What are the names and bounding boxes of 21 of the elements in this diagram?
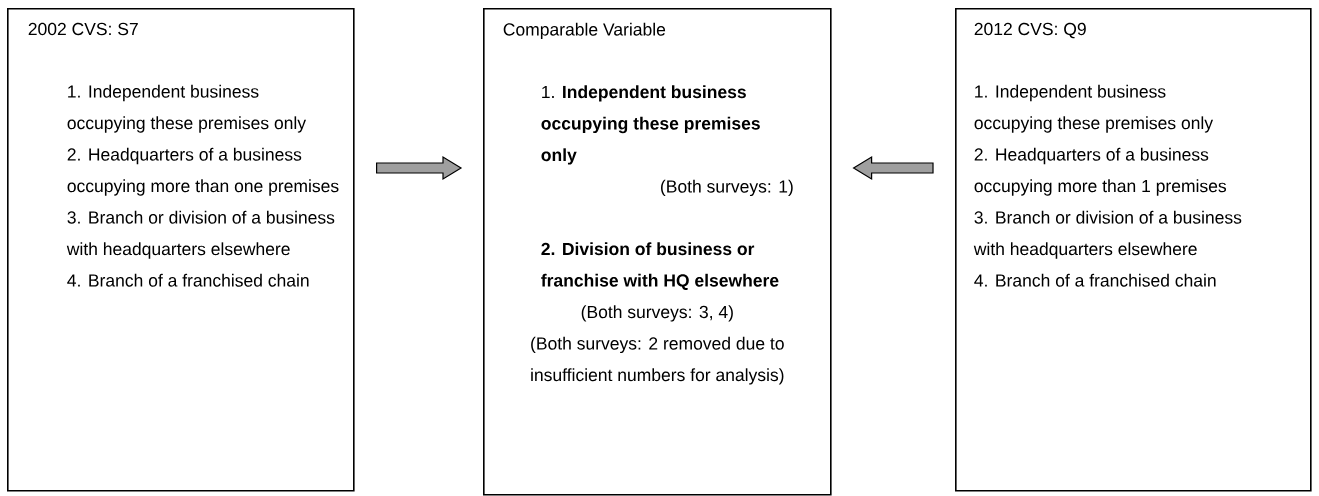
text-box (7, 8, 355, 492)
list-item: 1. Independent business occupying these premises only (67, 84, 306, 133)
list-item: 3. Branch or division of a business with headquarters elsewhere (66, 210, 335, 259)
text-box (483, 8, 832, 496)
heading: 2002 CVS: S7 (28, 22, 138, 36)
note: (Both surveys: 1) (661, 179, 793, 197)
list-item: 4. Branch of a franchised chain (67, 273, 309, 287)
note: (Both surveys: 2 removed due to insufficient numbers for analysis) (531, 336, 784, 385)
list-item: 2. Headquarters of a business occupying more than 1 premises (974, 147, 1227, 196)
block-arrow (852, 155, 934, 181)
block-arrow (376, 155, 463, 181)
list-item: 2. Headquarters of a business occupying more than one premises (67, 147, 339, 196)
list-item: 1. Independent business occupying these premises only (974, 84, 1213, 133)
list-item: 3. Branch or division of a business with headquarters elsewhere (973, 210, 1242, 259)
list-item: 2. Division of business or franchise with HQ elsewhere (541, 242, 779, 290)
note: (Both surveys: 3, 4) (581, 305, 733, 322)
text-box (955, 8, 1312, 492)
list-item: 4. Branch of a franchised chain (974, 273, 1216, 287)
heading: 2012 CVS: Q9 (974, 22, 1086, 39)
list-item: 1. Independent business occupying these premises only (541, 85, 760, 165)
heading: Comparable Variable (503, 22, 666, 40)
